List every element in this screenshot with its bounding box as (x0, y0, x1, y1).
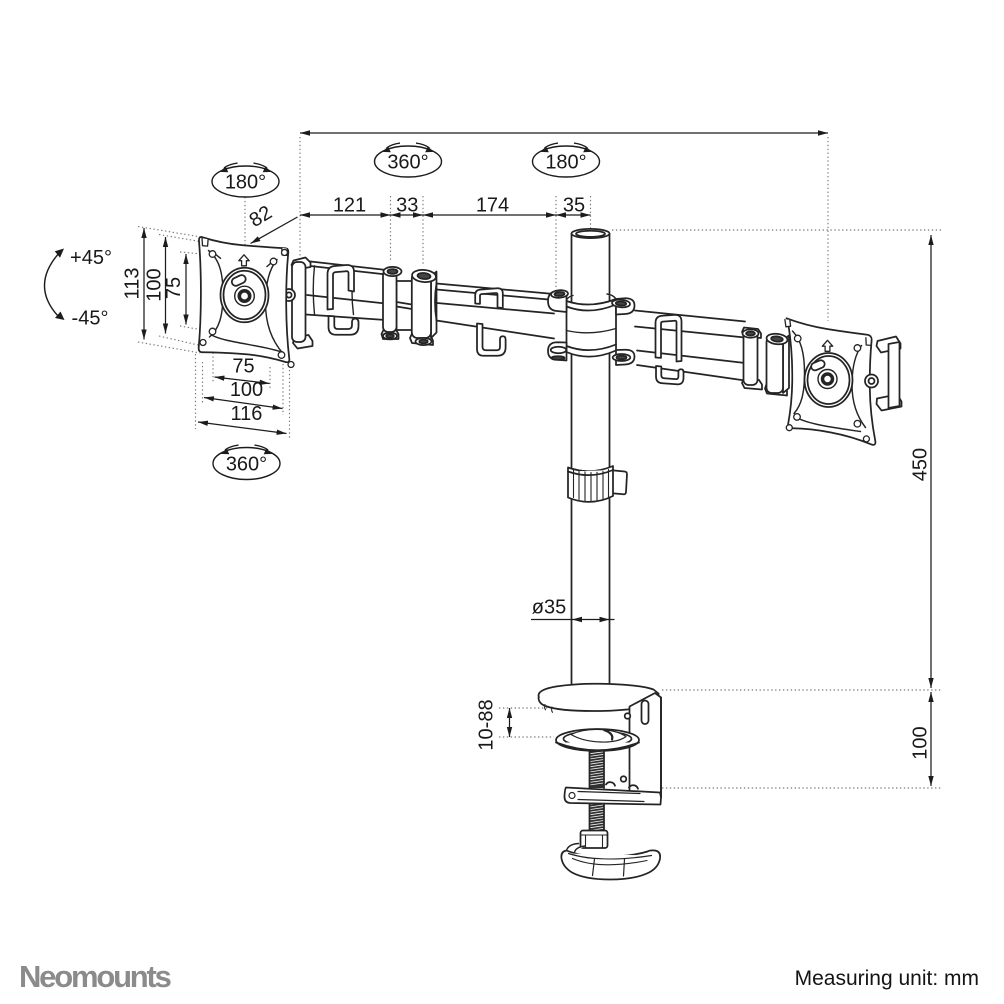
svg-text:180°: 180° (225, 172, 266, 194)
svg-text:ø35: ø35 (532, 597, 566, 619)
svg-text:+45°: +45° (70, 247, 112, 269)
svg-text:Measuring unit: mm: Measuring unit: mm (795, 967, 979, 990)
svg-text:100: 100 (910, 726, 932, 759)
svg-text:35: 35 (563, 195, 585, 217)
svg-text:33: 33 (396, 195, 418, 217)
svg-text:360°: 360° (387, 152, 428, 174)
svg-text:360°: 360° (226, 454, 267, 476)
svg-text:Neomounts: Neomounts (19, 959, 171, 994)
svg-text:121: 121 (333, 195, 366, 217)
svg-text:180°: 180° (545, 152, 586, 174)
svg-text:100: 100 (230, 379, 263, 401)
svg-text:174: 174 (476, 195, 509, 217)
svg-text:-45°: -45° (72, 308, 109, 330)
svg-text:82: 82 (246, 202, 276, 232)
svg-text:450: 450 (910, 448, 932, 481)
svg-text:75: 75 (232, 356, 254, 378)
svg-text:10-88: 10-88 (476, 699, 498, 750)
svg-text:113: 113 (122, 268, 144, 300)
svg-text:75: 75 (163, 277, 185, 299)
svg-text:116: 116 (231, 403, 263, 425)
svg-text:100: 100 (144, 268, 166, 301)
